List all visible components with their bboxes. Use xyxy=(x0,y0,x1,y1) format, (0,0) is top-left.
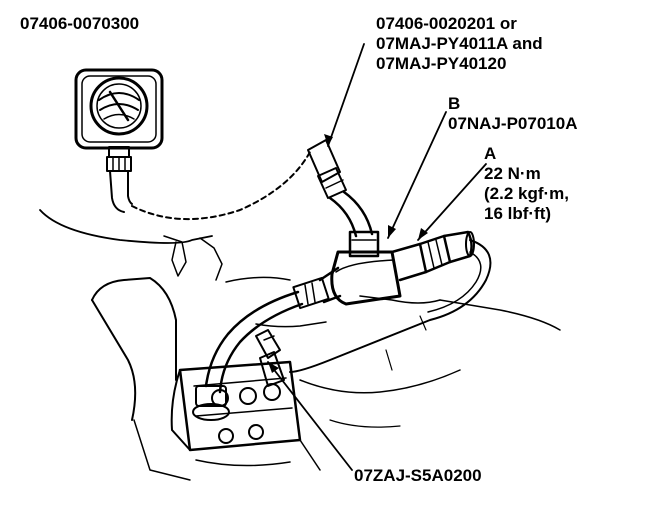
fuel-adapter xyxy=(289,230,492,373)
callout-a-letter: A xyxy=(484,144,497,163)
hose-fitting xyxy=(307,139,374,238)
callout-b-part-number: 07NAJ-P07010A xyxy=(448,114,578,133)
hose-part-line-2: 07MAJ-PY4011A and xyxy=(376,34,543,53)
torque-spec-line-3: 16 lbf·ft) xyxy=(484,204,552,223)
torque-spec-line-1: 22 N·m xyxy=(484,164,541,183)
callout-b: B 07NAJ-P07010A xyxy=(448,94,577,134)
callout-b-letter: B xyxy=(448,94,461,113)
tester-part-number: 07406-0070300 xyxy=(20,14,139,34)
adapter-part-number-text: 07ZAJ-S5A0200 xyxy=(354,466,482,485)
leader-lines xyxy=(267,43,487,471)
hose-part-numbers: 07406-0020201 or 07MAJ-PY4011A and 07MAJ… xyxy=(376,14,543,74)
hose-part-line-1: 07406-0020201 or xyxy=(376,14,517,33)
engine-outline xyxy=(39,209,561,481)
adapter-part-number: 07ZAJ-S5A0200 xyxy=(354,466,482,486)
callout-a: A 22 N·m (2.2 kgf·m, 16 lbf·ft) xyxy=(484,144,569,224)
pressure-gauge xyxy=(74,68,164,213)
hose-part-line-3: 07MAJ-PY40120 xyxy=(376,54,507,73)
torque-spec-line-2: (2.2 kgf·m, xyxy=(484,184,570,203)
tester-part-number-text: 07406-0070300 xyxy=(20,14,140,33)
dashed-hose-path xyxy=(131,151,311,221)
